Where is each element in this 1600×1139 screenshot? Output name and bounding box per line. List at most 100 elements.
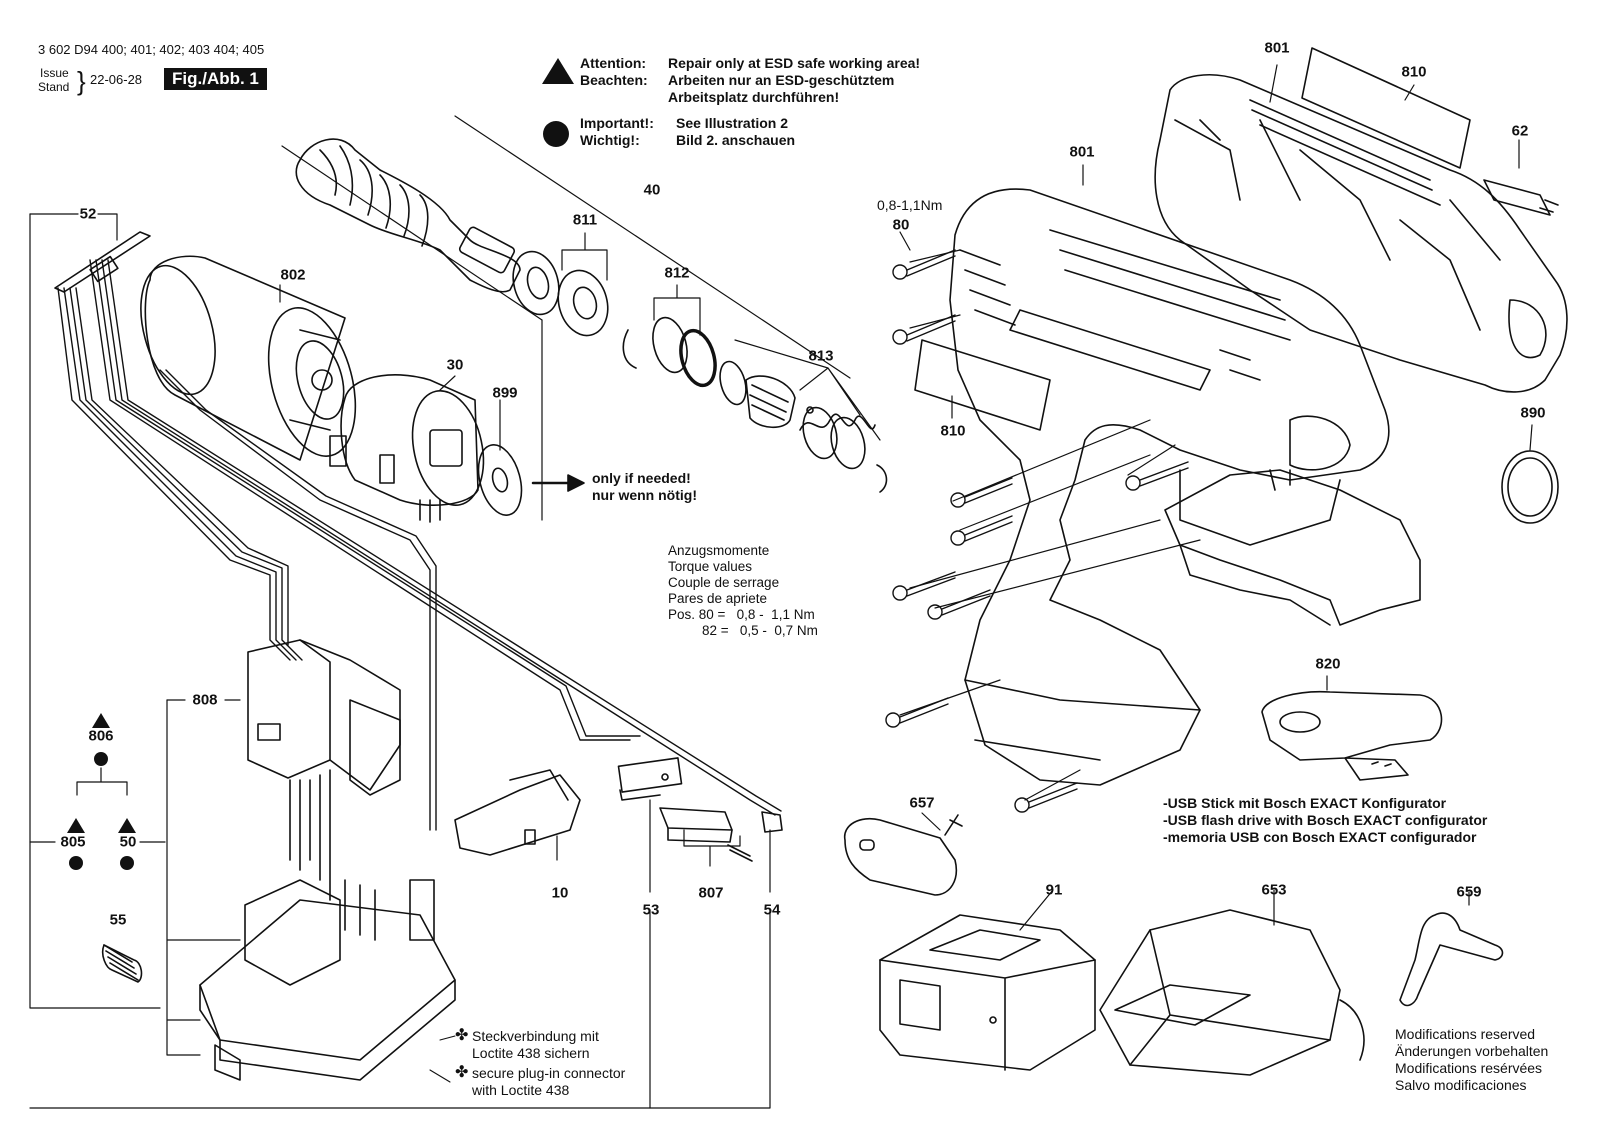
- callout-80: 80: [892, 216, 910, 234]
- housing-half-801: [1154, 74, 1568, 393]
- important-dot-icon: [120, 856, 134, 870]
- esd-triangle-icon: [67, 818, 85, 833]
- connector-52: [54, 231, 151, 293]
- attention-label: Attention:: [580, 55, 647, 71]
- leader-lines: [29, 64, 1533, 1109]
- usb-note-en: -USB flash drive with Bosch EXACT config…: [1163, 812, 1488, 828]
- motor-802: [140, 255, 357, 461]
- attention-text: Repair only at ESD safe working area!: [668, 55, 921, 71]
- wichtig-label: Wichtig!:: [580, 132, 640, 148]
- torque-pos-82: 82 = 0,5 - 0,7 Nm: [702, 623, 818, 638]
- loctite-symbol-icon: ✤: [455, 1027, 469, 1044]
- modifications-fr: Modifications resérvées: [1395, 1060, 1543, 1076]
- callout-50: 50: [119, 833, 137, 851]
- callout-810-mid: 810: [940, 422, 966, 440]
- callout-805: 805: [60, 833, 86, 851]
- part-number-list: 3 602 D94 400; 401; 402; 403 404; 405: [38, 42, 265, 57]
- washer-899: [477, 444, 523, 516]
- modifications-de: Änderungen vorbehalten: [1395, 1043, 1549, 1059]
- loctite-leader: [429, 1035, 456, 1083]
- ring-811: [512, 250, 609, 337]
- modifications-en: Modifications reserved: [1395, 1026, 1536, 1042]
- callout-55: 55: [109, 911, 127, 929]
- important-label: Important!:: [580, 115, 654, 131]
- callout-808: 808: [192, 691, 218, 709]
- torque-title-de: Anzugsmomente: [668, 543, 770, 558]
- torque-pos-80: Pos. 80 = 0,8 - 1,1 Nm: [668, 607, 815, 622]
- usb-note-es: -memoria USB con Bosch EXACT configurado…: [1163, 829, 1477, 845]
- battery-91: [879, 914, 1096, 1071]
- label-810-mid: [914, 339, 1051, 431]
- spring-55: [101, 944, 143, 983]
- screws: [885, 249, 1189, 813]
- screw: [950, 477, 1013, 508]
- modifications-es: Salvo modificaciones: [1395, 1077, 1527, 1093]
- callout-52: 52: [79, 205, 97, 223]
- loctite-note-en-2: with Loctite 438: [472, 1082, 570, 1098]
- brace-symbol: }: [77, 66, 86, 96]
- issue-label: Issue: [40, 66, 69, 80]
- figure-label: Fig./Abb. 1: [164, 68, 267, 90]
- callout-653: 653: [1261, 881, 1287, 899]
- switch-module-808: [199, 639, 456, 1081]
- part-62: [1483, 179, 1559, 216]
- charger-653: [1099, 909, 1365, 1076]
- callout-807: 807: [698, 884, 724, 902]
- important-dot-icon: [94, 752, 108, 766]
- gearbox-30: [329, 374, 485, 523]
- screw: [892, 314, 956, 345]
- stand-label: Stand: [38, 80, 70, 94]
- warning-triangle-icon: [542, 58, 574, 84]
- housing-801: [949, 188, 1390, 786]
- loctite-note-en-1: secure plug-in connector: [472, 1065, 626, 1081]
- nur-wenn-noetig-text: nur wenn nötig!: [592, 487, 697, 503]
- led-54: [761, 811, 783, 833]
- callout-53: 53: [642, 901, 660, 919]
- important-dot-icon: [543, 121, 569, 147]
- screw-torque-label: 0,8-1,1Nm: [877, 197, 943, 213]
- usb-stick-820: [1261, 690, 1443, 781]
- only-if-needed-text: only if needed!: [592, 470, 691, 486]
- callout-657: 657: [909, 794, 935, 812]
- only-if-needed-arrow: [531, 474, 585, 492]
- screw: [1014, 782, 1078, 813]
- important-dot-icon: [69, 856, 83, 870]
- callout-890: 890: [1520, 404, 1546, 422]
- callout-820: 820: [1315, 655, 1341, 673]
- callout-54: 54: [763, 901, 781, 919]
- clip-659: [1399, 912, 1504, 1007]
- beachten-text-2: Arbeitsplatz durchführen!: [668, 89, 840, 105]
- screw: [927, 589, 991, 620]
- ring-890: [1501, 450, 1559, 524]
- callout-40: 40: [643, 181, 661, 199]
- spindle-assembly: [295, 138, 521, 293]
- torque-title-es: Pares de apriete: [668, 591, 768, 606]
- screw: [885, 697, 949, 728]
- callout-30: 30: [446, 356, 464, 374]
- slide-button-10: [454, 769, 581, 856]
- torque-title-fr: Couple de serrage: [668, 575, 780, 590]
- usb-note-de: -USB Stick mit Bosch EXACT Konfigurator: [1163, 795, 1447, 811]
- screw: [892, 249, 956, 280]
- beachten-label: Beachten:: [580, 72, 648, 88]
- screw: [950, 515, 1013, 546]
- esd-triangle-icon: [118, 818, 136, 833]
- important-text: See Illustration 2: [676, 115, 789, 131]
- spring-813: [719, 360, 888, 493]
- callout-810-top: 810: [1401, 63, 1427, 81]
- callout-806: 806: [88, 727, 114, 745]
- torque-title-en: Torque values: [668, 559, 753, 574]
- callout-813: 813: [808, 347, 834, 365]
- switch-part-807: [659, 807, 753, 862]
- callout-801-top: 801: [1264, 39, 1290, 57]
- issue-date: 22-06-28: [90, 72, 143, 87]
- callout-91: 91: [1045, 881, 1063, 899]
- callout-802: 802: [280, 266, 306, 284]
- loctite-note-de-2: Loctite 438 sichern: [472, 1045, 590, 1061]
- screw: [1125, 461, 1189, 491]
- key-657: [844, 814, 963, 896]
- wire-harness: [57, 259, 782, 831]
- loctite-symbol-icon-2: ✤: [455, 1064, 469, 1081]
- label-810-top: [1301, 47, 1471, 169]
